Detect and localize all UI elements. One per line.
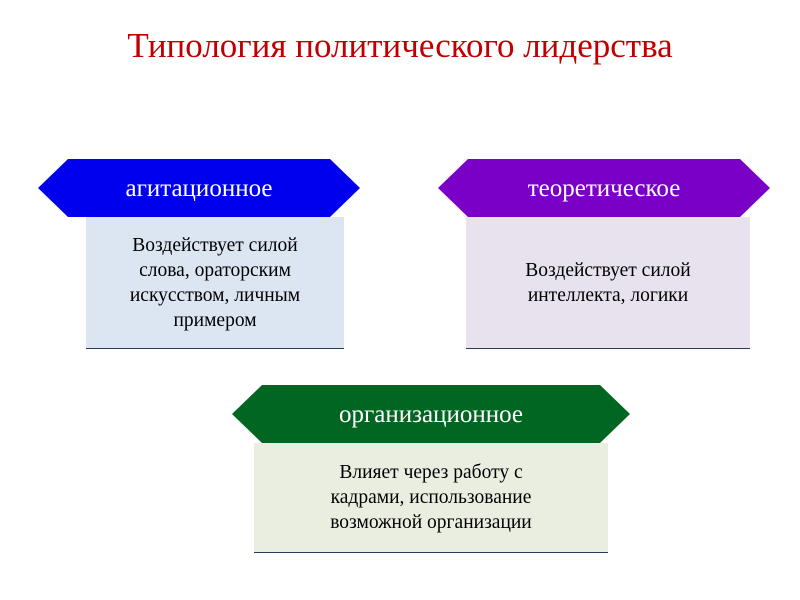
node-organizational-body-text: Влияет через работу с кадрами, использов… xyxy=(330,462,532,533)
node-agitational-header[interactable]: агитационное xyxy=(38,159,360,217)
hexagon-banner-shape xyxy=(38,159,360,217)
node-theoretical-label: теоретическое xyxy=(527,174,681,202)
node-theoretical-body: Воздействует силой интеллекта, логики xyxy=(466,217,750,349)
node-theoretical: теоретическое Воздействует силой интелле… xyxy=(438,159,770,349)
hexagon-banner-shape xyxy=(438,159,770,217)
node-agitational-label: агитационное xyxy=(125,174,273,202)
hexagon-banner-shape xyxy=(232,385,630,443)
node-agitational: агитационное Воздействует силой слова, о… xyxy=(38,159,360,349)
node-theoretical-header[interactable]: теоретическое xyxy=(438,159,770,217)
node-organizational-body: Влияет через работу с кадрами, использов… xyxy=(254,443,608,553)
node-organizational-label: организационное xyxy=(339,400,523,428)
node-agitational-body-text: Воздействует силой слова, ораторским иск… xyxy=(129,234,301,331)
node-organizational-header[interactable]: организационное xyxy=(232,385,630,443)
node-agitational-body: Воздействует силой слова, ораторским иск… xyxy=(86,217,344,349)
page-title: Типология политического лидерства xyxy=(127,26,673,65)
node-organizational: организационное Влияет через работу с ка… xyxy=(232,385,630,575)
node-theoretical-body-text: Воздействует силой интеллекта, логики xyxy=(525,259,691,306)
